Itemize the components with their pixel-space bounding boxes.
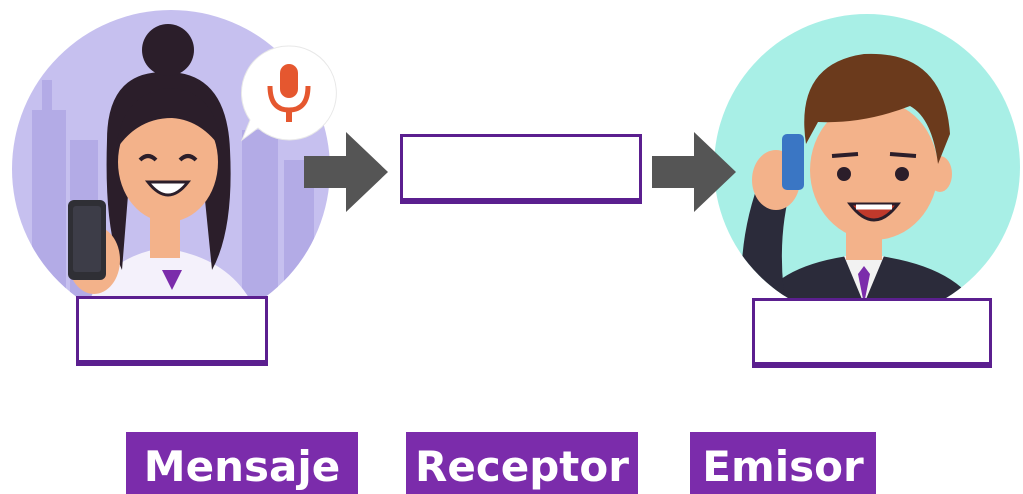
man-on-phone-illustration (741, 53, 984, 320)
drop-zone-message[interactable] (400, 134, 642, 204)
speech-bubble (236, 40, 342, 146)
label-tile-receptor[interactable]: Receptor (406, 432, 638, 494)
microphone-icon (240, 45, 337, 142)
label-text: Receptor (415, 441, 629, 491)
drop-zone-listener[interactable] (752, 298, 992, 368)
label-text: Mensaje (143, 441, 341, 491)
arrow-right-icon (304, 132, 388, 212)
drop-zone-speaker[interactable] (76, 296, 268, 366)
label-text: Emisor (702, 441, 864, 491)
arrow-right-icon (652, 132, 736, 212)
listener-illustration (714, 14, 1020, 320)
label-tile-emisor[interactable]: Emisor (690, 432, 876, 494)
label-tile-mensaje[interactable]: Mensaje (126, 432, 358, 494)
